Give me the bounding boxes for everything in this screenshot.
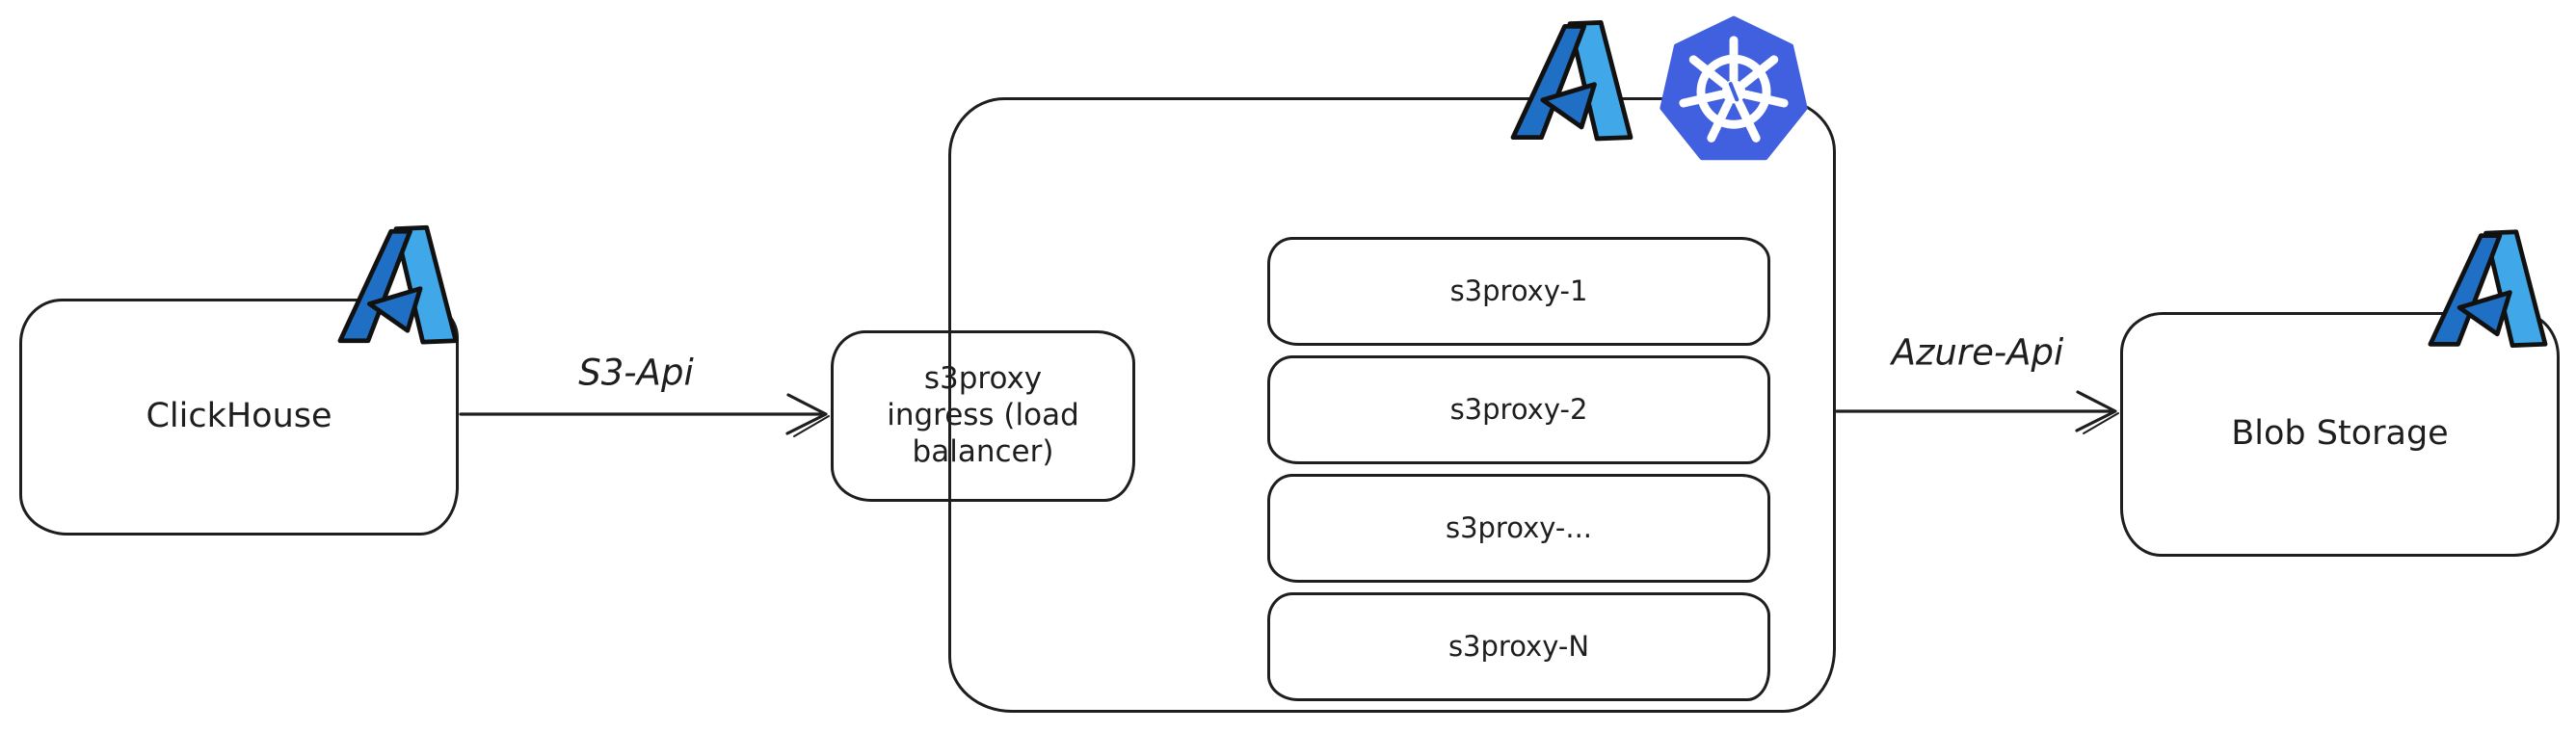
s3-api-arrow xyxy=(459,393,830,437)
ingress-node: s3proxy ingress (load balancer) xyxy=(831,330,1135,502)
pod-node: s3proxy-1 xyxy=(1267,237,1770,346)
azure-icon xyxy=(1510,19,1633,142)
ingress-label: s3proxy ingress (load balancer) xyxy=(887,361,1079,469)
pod-label: s3proxy-1 xyxy=(1449,274,1588,308)
clickhouse-node: ClickHouse xyxy=(19,299,459,536)
clickhouse-label: ClickHouse xyxy=(146,397,332,436)
pod-node: s3proxy-2 xyxy=(1267,355,1770,464)
pod-node: s3proxy-N xyxy=(1267,592,1770,701)
cluster-node xyxy=(948,97,1836,713)
azure-api-edge-label: Azure-Api xyxy=(1891,331,2064,374)
blob-storage-label: Blob Storage xyxy=(2231,414,2449,454)
azure-icon xyxy=(337,224,459,345)
pod-label: s3proxy-... xyxy=(1445,511,1593,545)
blob-storage-node: Blob Storage xyxy=(2120,312,2560,557)
s3-api-edge-label: S3-Api xyxy=(578,352,694,394)
kubernetes-icon xyxy=(1660,15,1808,161)
azure-api-arrow xyxy=(1835,390,2119,434)
pod-label: s3proxy-2 xyxy=(1449,393,1588,427)
pod-node: s3proxy-... xyxy=(1267,474,1770,583)
azure-icon xyxy=(2428,229,2548,348)
pod-label: s3proxy-N xyxy=(1447,630,1590,664)
